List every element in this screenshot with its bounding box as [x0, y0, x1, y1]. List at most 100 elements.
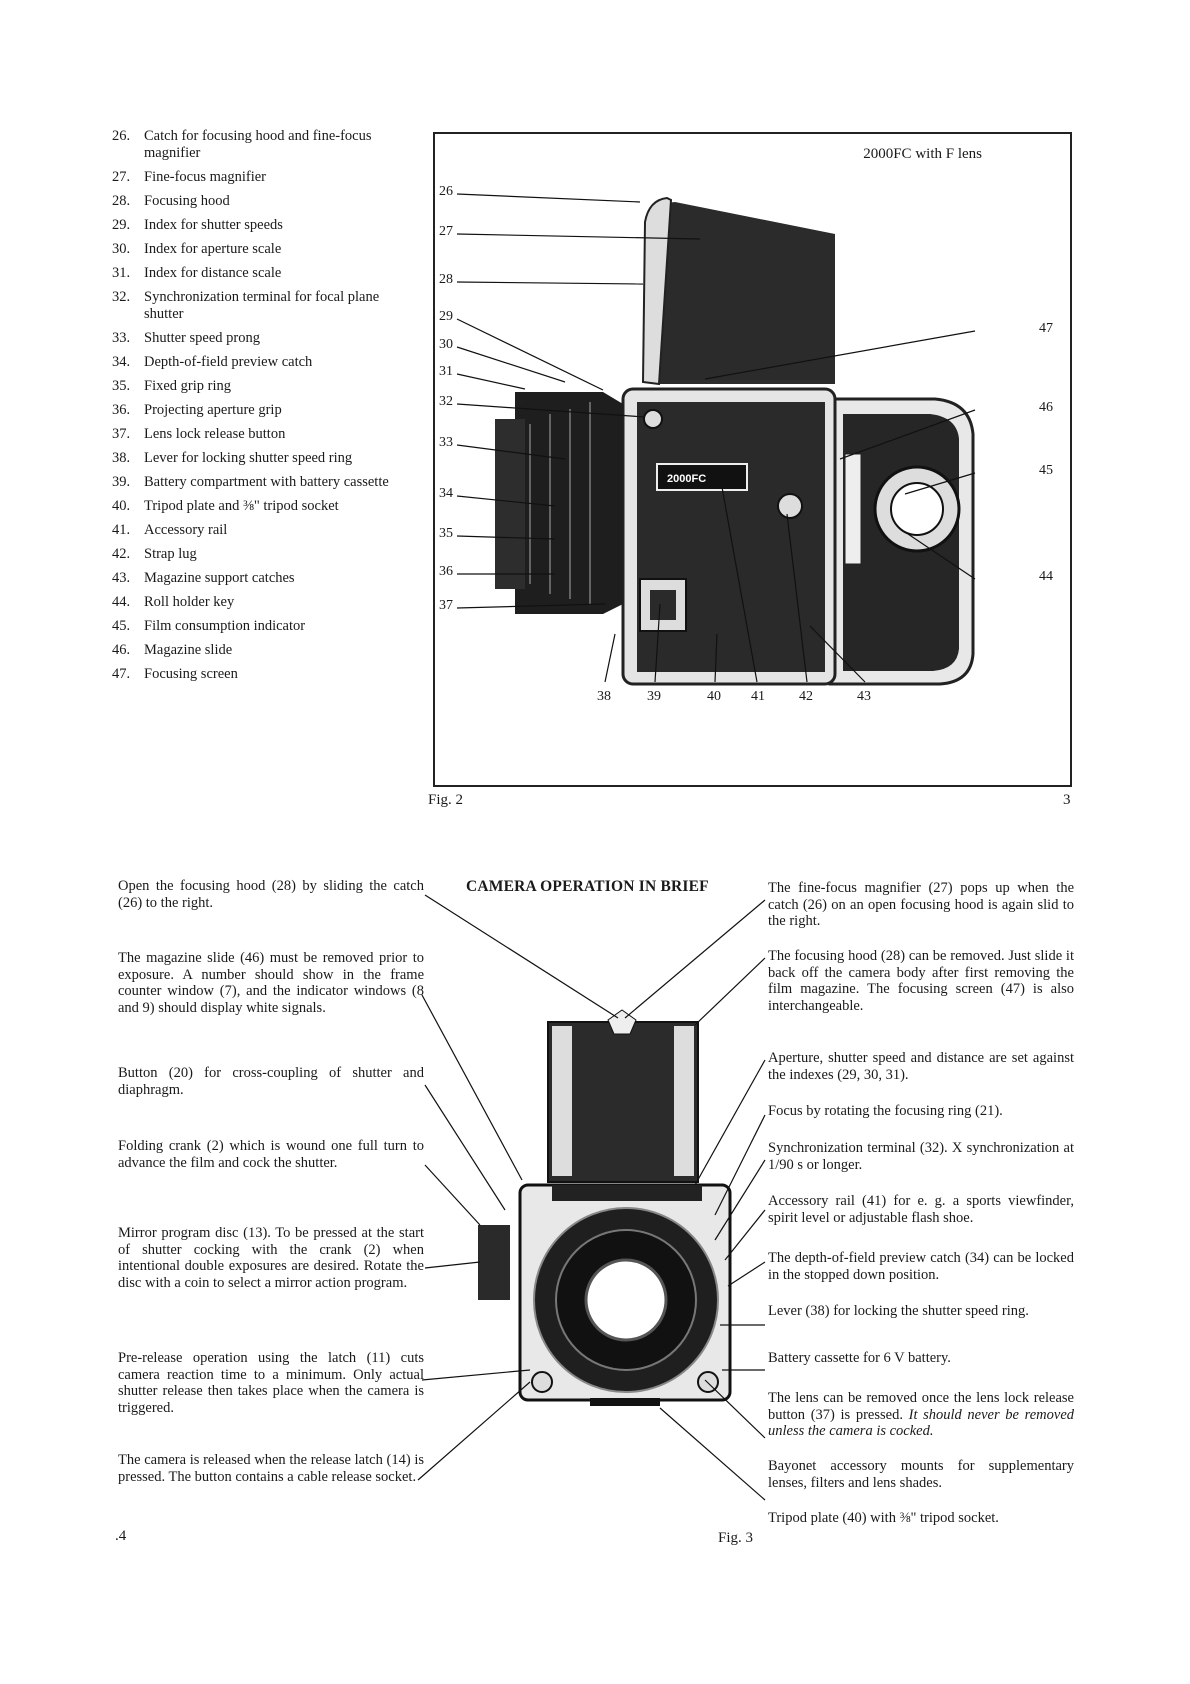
hood-right-plate — [674, 1026, 694, 1176]
part-item: 42.Strap lug — [112, 546, 412, 563]
callout-number: 38 — [597, 689, 611, 704]
callout-number: 36 — [439, 564, 453, 579]
part-number: 39. — [112, 474, 131, 490]
lens-glass — [584, 1258, 668, 1342]
part-number: 38. — [112, 450, 131, 466]
callout-number: 41 — [751, 689, 765, 704]
part-item: 29.Index for shutter speeds — [112, 217, 412, 234]
part-description: Battery compartment with battery cassett… — [144, 474, 389, 490]
tripod-note: Tripod plate (40) with ⅜" tripod socket. — [768, 1510, 999, 1526]
callout-number: 37 — [439, 598, 453, 613]
part-number: 27. — [112, 169, 131, 185]
part-description: Magazine slide — [144, 642, 233, 658]
part-number: 33. — [112, 330, 131, 346]
part-number: 42. — [112, 546, 131, 562]
callout-number: 27 — [439, 224, 453, 239]
part-description: Focusing screen — [144, 666, 238, 682]
nameplate — [656, 463, 748, 491]
callout-number: 47 — [1039, 321, 1053, 336]
part-description: Fixed grip ring — [144, 378, 231, 394]
operation-note: Button (20) for cross-coupling of shutte… — [118, 1065, 424, 1098]
part-item: 38.Lever for locking shutter speed ring — [112, 450, 412, 467]
operation-note: Pre-release operation using the latch (1… — [118, 1350, 424, 1416]
focusing-hood — [653, 202, 835, 384]
operation-note: The depth-of-field preview catch (34) ca… — [768, 1250, 1074, 1283]
callout-number: 30 — [439, 337, 453, 352]
battery-cover — [650, 590, 676, 620]
operation-note: The focusing hood (28) can be removed. J… — [768, 948, 1074, 1014]
part-number: 28. — [112, 193, 131, 209]
operation-note: Folding crank (2) which is wound one ful… — [118, 1138, 424, 1171]
operation-note: Synchronization terminal (32). X synchro… — [768, 1140, 1074, 1173]
part-item: 30.Index for aperture scale — [112, 241, 412, 258]
figure-model-label: 2000FC with F lens — [863, 146, 982, 162]
lens-front — [495, 419, 525, 589]
tripod-plate — [590, 1398, 660, 1406]
part-number: 43. — [112, 570, 131, 586]
part-item: 47. Focusing screen — [112, 666, 412, 683]
callout-number: 26 — [439, 184, 453, 199]
hood-left-plate — [552, 1026, 572, 1176]
operation-note: Open the focusing hood (28) by sliding t… — [118, 878, 424, 911]
part-description: Projecting aperture grip — [144, 402, 282, 418]
camera-front-illustration — [478, 1009, 732, 1406]
part-description: Index for distance scale — [144, 265, 282, 281]
part-number: 30. — [112, 241, 131, 257]
lens-barrel — [515, 392, 623, 614]
operation-note: The fine-focus magnifier (27) pops up wh… — [768, 880, 1074, 929]
page-number-3: 3 — [1063, 792, 1071, 808]
part-item: 39. Battery compartment with battery cass… — [112, 474, 412, 491]
part-description: Tripod plate and ⅜" tripod socket — [144, 498, 339, 514]
part-description: Synchronization terminal for focal plane… — [144, 289, 380, 322]
part-number: 41. — [112, 522, 131, 538]
operation-note: The camera is released when the release … — [118, 1452, 424, 1485]
part-item: 27. Fine-focus magnifier — [112, 169, 412, 186]
lens-removal-note: The lens can be removed once the lens lo… — [768, 1390, 1074, 1440]
part-item: 31. Index for distance scale — [112, 265, 412, 282]
figure-3-caption: Fig. 3 — [718, 1530, 754, 1546]
operation-note: The magazine slide (46) must be removed … — [118, 950, 424, 1016]
figure-2-camera-side-view: 2000FC — [433, 132, 1072, 787]
part-description: Index for shutter speeds — [144, 217, 283, 233]
part-item: 33.Shutter speed prong — [112, 330, 412, 347]
callout-number: 29 — [439, 309, 453, 324]
part-number: 35. — [112, 378, 131, 394]
part-description: Fine-focus magnifier — [144, 169, 267, 185]
part-number: 45. — [112, 618, 131, 634]
callout-number: 33 — [439, 435, 453, 450]
part-number: 34. — [112, 354, 131, 370]
release-button — [531, 1371, 553, 1393]
part-description: Focusing hood — [144, 193, 230, 209]
part-number: 40. — [112, 498, 131, 514]
film-crank — [478, 1225, 510, 1300]
part-item: 41. Accessory rail — [112, 522, 412, 539]
operation-note: Focus by rotating the focusing ring (21)… — [768, 1103, 1003, 1119]
callout-number: 39 — [647, 689, 661, 704]
sync-terminal — [643, 409, 663, 429]
part-description: Accessory rail — [144, 522, 228, 538]
part-description: Magazine support catches — [144, 570, 295, 586]
part-number: 32. — [112, 289, 131, 305]
film-indicator — [890, 482, 944, 536]
lens-removal-text: The lens can be removed once the lens lo… — [768, 1390, 1074, 1423]
part-description: Lens lock release button — [144, 426, 286, 442]
part-item: 37.Lens lock release button — [112, 426, 412, 443]
accessory-rail — [552, 1185, 702, 1201]
callout-number: 45 — [1039, 463, 1053, 478]
part-item: 40. Tripod plate and ⅜" tripod socket — [112, 498, 412, 515]
operation-note: Battery cassette for 6 V battery. — [768, 1350, 951, 1366]
part-number: 26. — [112, 128, 131, 144]
part-item: 43. Magazine support catches — [112, 570, 412, 587]
figure-3-camera-front-view — [440, 1000, 770, 1410]
operation-note: Accessory rail (41) for e. g. a sports v… — [768, 1193, 1074, 1226]
fig2-leader-lines — [456, 193, 976, 683]
bayonet-note: Bayonet accessory mounts for supplementa… — [768, 1458, 1074, 1491]
part-number: 31. — [112, 265, 131, 281]
camera-side-illustration: 2000FC — [456, 193, 976, 686]
callout-number: 31 — [439, 364, 453, 379]
part-number: 46. — [112, 642, 131, 658]
part-number: 36. — [112, 402, 131, 418]
part-number: 47. — [112, 666, 131, 682]
callout-number: 35 — [439, 526, 453, 541]
